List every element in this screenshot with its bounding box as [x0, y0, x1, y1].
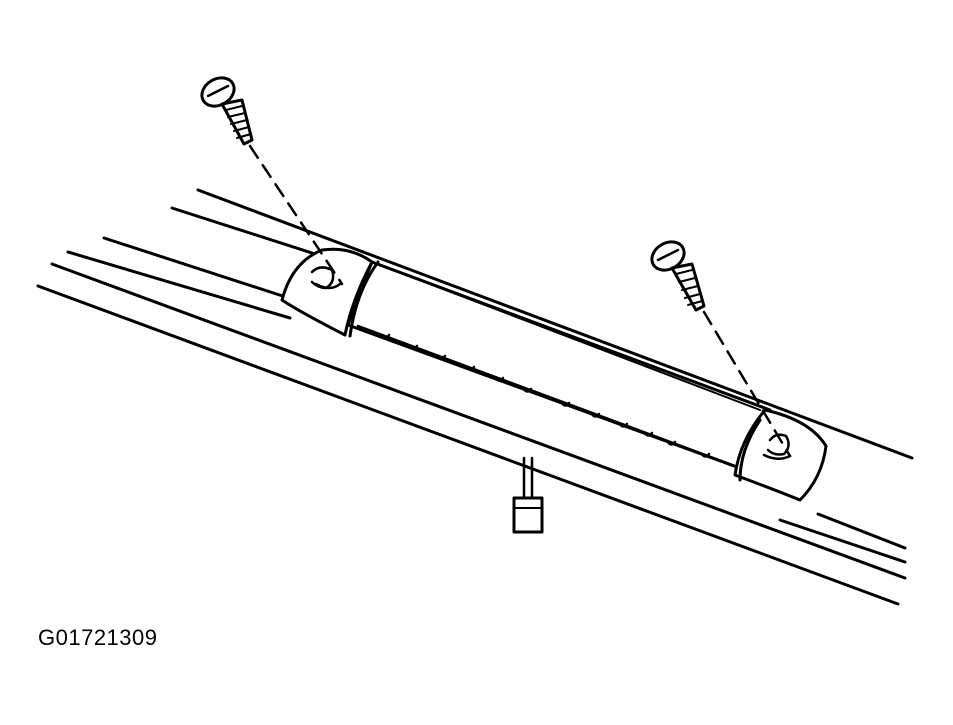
lamp-assembly-icon: [280, 247, 828, 502]
figure-id-label: G01721309: [38, 625, 158, 650]
screw-icon-right: [650, 240, 792, 458]
connector-icon: [512, 456, 544, 534]
screw-icon-left: [200, 76, 344, 286]
mounting-surface: [36, 188, 914, 606]
lens-notches: [380, 333, 711, 458]
